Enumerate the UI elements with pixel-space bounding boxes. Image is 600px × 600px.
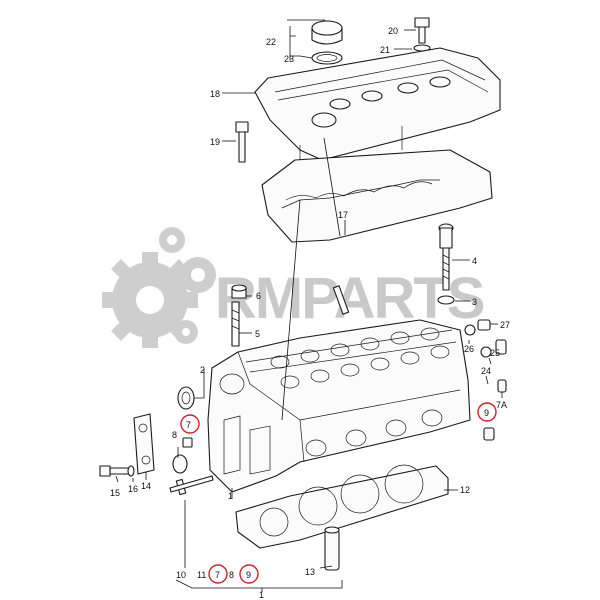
camshaft-seal-2	[177, 386, 195, 410]
highlight-7-top	[180, 414, 200, 434]
callout-1: 1	[228, 491, 233, 501]
callout-18: 18	[210, 89, 220, 99]
valve-cover-gasket	[261, 149, 493, 243]
callout-17: 17	[338, 210, 348, 220]
callout-6: 6	[256, 291, 261, 301]
callout-26: 26	[464, 344, 474, 354]
callout-1-bottom: 1	[259, 590, 264, 600]
callout-3: 3	[472, 297, 477, 307]
callout-7a: 7A	[496, 400, 507, 410]
callout-8-bottom: 8	[229, 570, 234, 580]
callout-14: 14	[141, 481, 151, 491]
right-fittings	[464, 319, 507, 441]
head-bolt-10	[169, 475, 214, 496]
callout-2: 2	[200, 365, 205, 375]
callout-9: 9	[484, 408, 489, 418]
watermark-small-gear-top-icon	[159, 227, 185, 253]
bracket-14	[133, 413, 155, 475]
guide-13	[324, 526, 340, 571]
callout-5: 5	[255, 329, 260, 339]
bolt-20	[413, 17, 431, 52]
callout-20: 20	[388, 26, 398, 36]
callout-24: 24	[481, 366, 491, 376]
highlight-9-right	[477, 402, 497, 422]
callout-4: 4	[472, 256, 477, 266]
head-gasket	[235, 464, 449, 549]
stud-4	[437, 223, 455, 305]
watermark-logo: RMPARTS	[102, 227, 486, 348]
plug-7-left	[182, 437, 193, 448]
bolt-19	[235, 121, 249, 163]
callout-22: 22	[266, 37, 276, 47]
callout-7-bottom: 7	[215, 570, 220, 580]
valve-cover	[254, 47, 501, 170]
seal-8-left	[172, 454, 188, 474]
callout-27: 27	[500, 320, 510, 330]
watermark-medium-gear-icon	[180, 257, 216, 293]
center-stud	[332, 285, 350, 315]
callout-25: 25	[490, 348, 500, 358]
callout-19: 19	[210, 137, 220, 147]
callout-21: 21	[380, 45, 390, 55]
callout-12: 12	[460, 485, 470, 495]
callout-23: 23	[284, 54, 294, 64]
bolt-15	[99, 465, 133, 477]
callout-7: 7	[186, 420, 191, 430]
cylinder-head	[207, 319, 471, 493]
callout-13: 13	[305, 567, 315, 577]
watermark-small-gear-bottom-icon	[174, 320, 198, 344]
highlight-9-bottom	[239, 564, 259, 584]
highlights	[180, 402, 497, 584]
callout-10: 10	[176, 570, 186, 580]
callout-11: 11	[197, 570, 206, 580]
callout-15: 15	[110, 488, 120, 498]
callout-labels: 22 23 20 21 18 19 17 4 3 6 5 2 7 8 27 26…	[110, 26, 510, 600]
oil-filler-cap	[311, 20, 343, 65]
nut-6	[231, 284, 247, 299]
leader-lines	[115, 19, 503, 592]
callout-16: 16	[128, 484, 138, 494]
callout-9-bottom: 9	[246, 570, 251, 580]
callout-8: 8	[172, 430, 177, 440]
washer-16	[127, 465, 135, 477]
highlight-7-bottom	[208, 564, 228, 584]
stud-5	[231, 301, 240, 347]
